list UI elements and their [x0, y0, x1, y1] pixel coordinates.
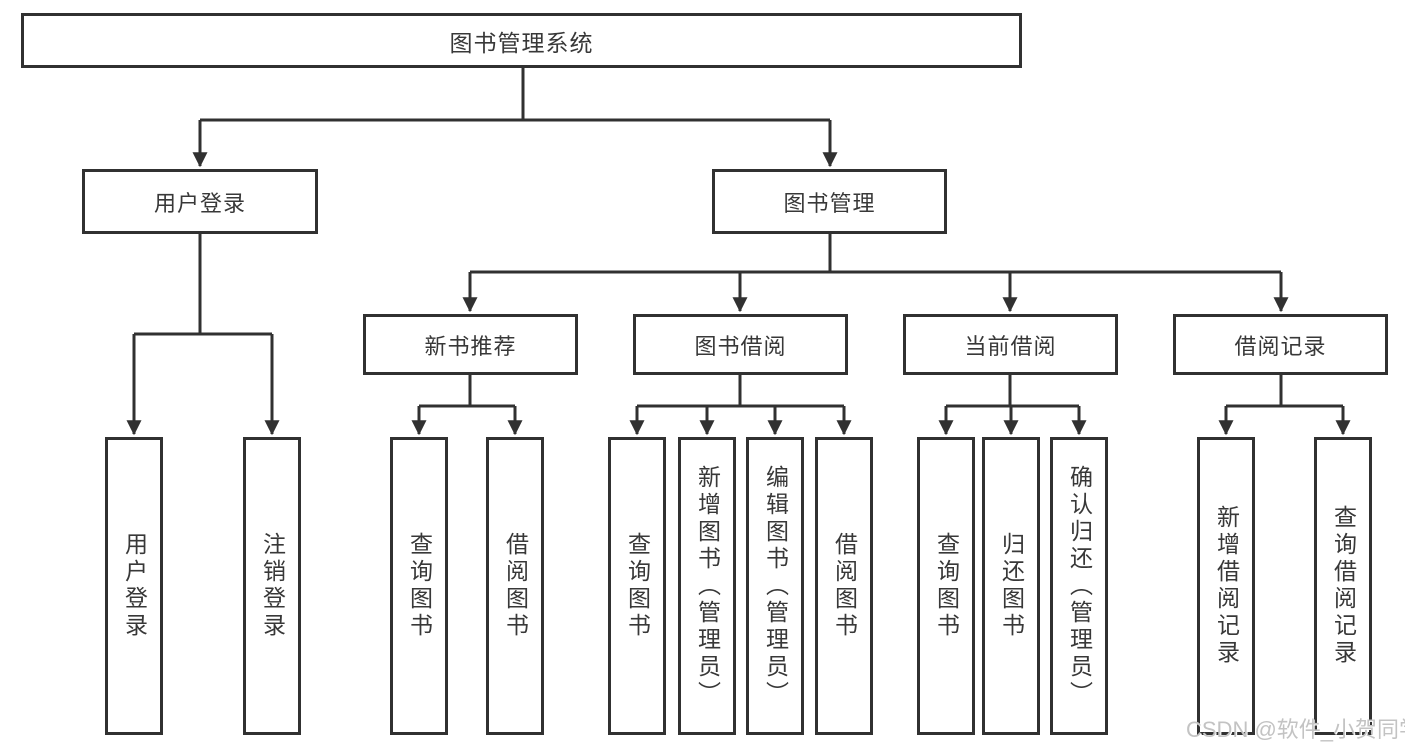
leaf-query-borrow-record: 查询借阅记录: [1314, 437, 1372, 735]
leaf-borrow-books-recommend: 借阅图书: [486, 437, 544, 735]
node-library-management-system: 图书管理系统: [21, 13, 1022, 68]
node-book-management: 图书管理: [712, 169, 947, 234]
leaf-query-books-current: 查询图书: [917, 437, 975, 735]
leaf-query-books-borrow: 查询图书: [608, 437, 666, 735]
node-user-login: 用户登录: [82, 169, 318, 234]
node-book-borrow: 图书借阅: [633, 314, 848, 375]
watermark: CSDN @软件_小贺同学: [1186, 717, 1405, 742]
leaf-query-books-recommend: 查询图书: [390, 437, 448, 735]
node-borrow-records: 借阅记录: [1173, 314, 1388, 375]
leaf-add-borrow-record: 新增借阅记录: [1197, 437, 1255, 735]
leaf-return-book: 归还图书: [982, 437, 1040, 735]
leaf-add-book-admin: 新增图书（管理员）: [678, 437, 736, 735]
leaf-borrow-books: 借阅图书: [815, 437, 873, 735]
leaf-logout: 注销登录: [243, 437, 301, 735]
node-current-borrow: 当前借阅: [903, 314, 1118, 375]
node-new-book-recommend: 新书推荐: [363, 314, 578, 375]
leaf-user-login: 用户登录: [105, 437, 163, 735]
leaf-edit-book-admin: 编辑图书（管理员）: [746, 437, 804, 735]
leaf-confirm-return-admin: 确认归还（管理员）: [1050, 437, 1108, 735]
